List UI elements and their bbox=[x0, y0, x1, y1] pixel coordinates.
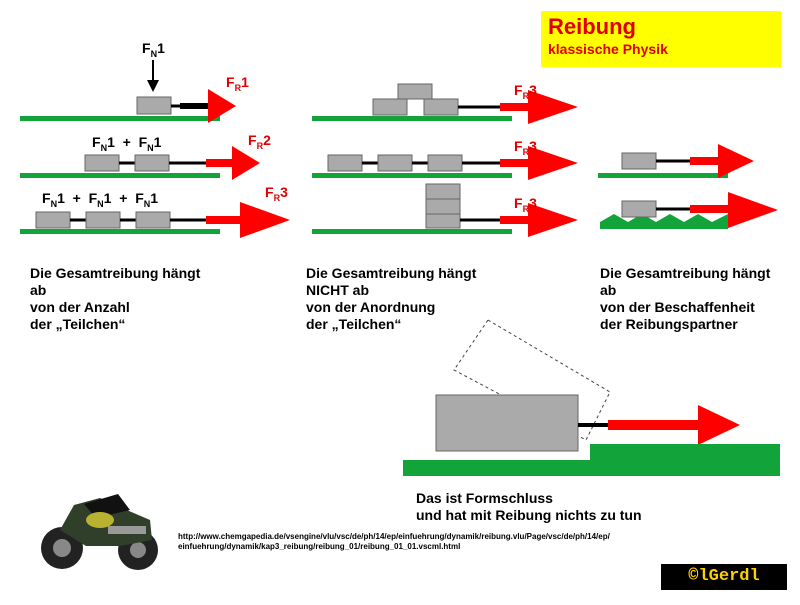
ground-2c bbox=[312, 229, 512, 234]
arrow-fr1 bbox=[180, 89, 236, 123]
fn1-label-row1: FN1 bbox=[142, 40, 165, 59]
ground-1a bbox=[20, 116, 220, 121]
ground-2a bbox=[312, 116, 512, 121]
page-title: Reibung bbox=[548, 14, 636, 39]
fn-sum-row3: FN1 + FN1 + FN1 bbox=[42, 190, 159, 209]
copyright-badge: ©lGerdl bbox=[661, 564, 787, 590]
fr1-label: FR1 bbox=[226, 74, 249, 93]
title-box bbox=[541, 11, 781, 67]
fr2-label: FR2 bbox=[248, 132, 271, 151]
caption-col2: Die Gesamtreibung hängt NICHT ab von der… bbox=[306, 265, 477, 332]
rough-ground bbox=[600, 214, 728, 229]
ground-1c bbox=[20, 229, 220, 234]
fr3-label-col2-row3: FR3 bbox=[514, 195, 537, 214]
motorcycle-icon bbox=[41, 494, 158, 570]
caption-col1: Die Gesamtreibung hängt ab von der Anzah… bbox=[30, 265, 201, 332]
formschluss-caption: Das ist Formschluss und hat mit Reibung … bbox=[416, 490, 642, 523]
ground-2b bbox=[312, 173, 512, 178]
ground-1b bbox=[20, 173, 220, 178]
fr3-label-col1: FR3 bbox=[265, 184, 288, 203]
ground-3a bbox=[598, 173, 728, 178]
page-subtitle: klassische Physik bbox=[548, 41, 668, 57]
fr3-label-col2-row2: FR3 bbox=[514, 138, 537, 157]
fr3-label-col2-row1: FR3 bbox=[514, 82, 537, 101]
block bbox=[136, 96, 172, 115]
step-ground bbox=[403, 444, 780, 476]
formschluss-block bbox=[435, 394, 579, 452]
caption-col3: Die Gesamtreibung hängt ab von der Besch… bbox=[600, 265, 771, 332]
arrow-fr2 bbox=[232, 146, 260, 180]
arrow-fr3 bbox=[240, 202, 290, 238]
source-url[interactable]: http://www.chemgapedia.de/vsengine/vlu/v… bbox=[178, 532, 610, 551]
fn-sum-row2: FN1 + FN1 bbox=[92, 134, 162, 153]
